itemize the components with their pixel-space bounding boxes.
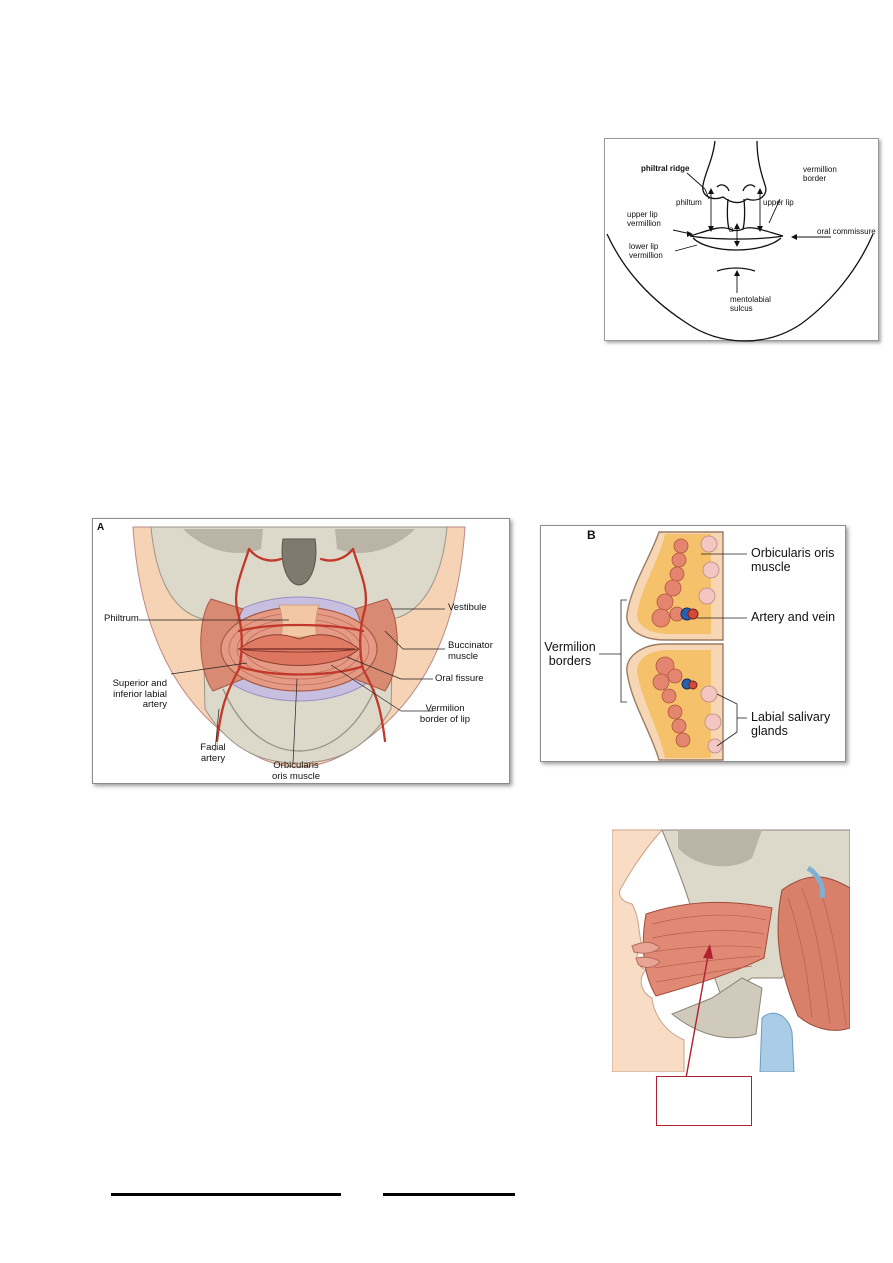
- label-labial-artery: Superior and inferior labial artery: [112, 678, 167, 711]
- label-vermilion-borders: Vermilion borders: [544, 640, 596, 668]
- callout-box: [656, 1076, 752, 1126]
- label-orbicularis-oris-b: Orbicularis oris muscle: [751, 546, 835, 574]
- lip-landmarks-figure: philtral ridge philtum upper lip vermill…: [604, 138, 879, 342]
- label-buccinator: Buccinator muscle: [448, 640, 493, 662]
- label-vestibule: Vestibule: [448, 602, 487, 613]
- label-a-marker: a: [729, 225, 734, 234]
- panel-b-letter: B: [587, 528, 596, 542]
- lip-landmarks-drawing: [606, 140, 874, 342]
- label-upper-lip: upper lip: [763, 198, 794, 207]
- label-philtum: philtum: [676, 198, 702, 207]
- lateral-head-figure: [612, 828, 850, 1072]
- label-philtral-ridge: philtral ridge: [641, 164, 690, 173]
- label-philtrum: Philtrum: [104, 613, 139, 624]
- label-artery-and-vein: Artery and vein: [751, 610, 836, 624]
- label-upper-lip-vermillion: upper lip vermillion: [627, 210, 661, 228]
- label-labial-salivary-glands: Labial salivary glands: [751, 710, 831, 738]
- label-facial-artery: Facial artery: [200, 742, 226, 764]
- panel-a-letter: A: [97, 522, 105, 533]
- panel-a-illustration: [132, 526, 466, 768]
- figure-panel-b: B Orbicularis oris muscle Artery and vei…: [540, 525, 846, 762]
- figure-panel-a: A Philtrum Superior and inferior labial …: [92, 518, 510, 784]
- label-orbicularis-oris-a: Orbicularis oris muscle: [271, 760, 321, 782]
- panel-b-illustration: [599, 531, 747, 761]
- lateral-head-illustration: [612, 829, 850, 1072]
- label-oral-commissure: oral commissure: [817, 227, 876, 236]
- label-vermillion-border: vermillion border: [803, 165, 837, 183]
- bottom-rule-right: [383, 1193, 515, 1196]
- bottom-rule-left: [111, 1193, 341, 1196]
- label-vermilion-border-of-lip: Vermilion border of lip: [419, 703, 471, 725]
- label-mentolabial-sulcus: mentolabial sulcus: [730, 295, 771, 313]
- label-lower-lip-vermillion: lower lip vermillion: [629, 242, 663, 260]
- label-oral-fissure: Oral fissure: [435, 673, 484, 684]
